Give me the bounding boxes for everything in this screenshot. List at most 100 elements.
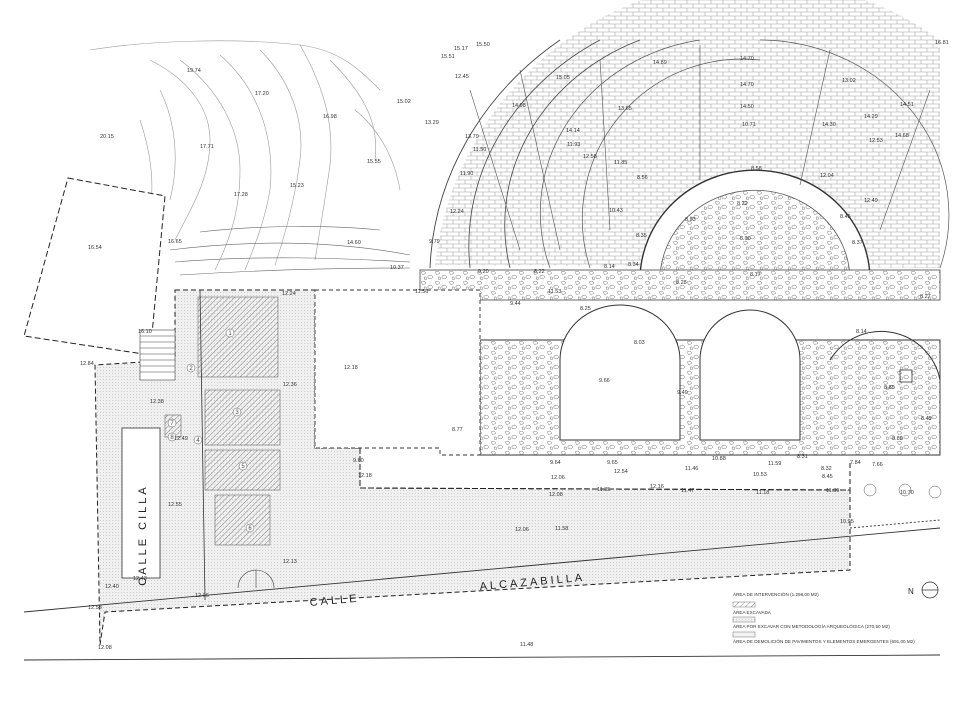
spot-level: 8.25	[580, 306, 591, 312]
legend-item-label: ÁREA DE DEMOLICIÓN DE PAVIMENTOS Y ELEME…	[733, 638, 915, 644]
spot-level: 10.70	[900, 490, 914, 496]
spot-level: 11.93	[567, 142, 580, 148]
spot-level: 8.27	[920, 294, 931, 300]
spot-level: 8.31	[797, 454, 808, 460]
zone-number: 4	[196, 438, 200, 444]
spot-level: 11.53	[548, 289, 561, 295]
spot-level: 9.66	[599, 378, 610, 384]
spot-level: 12.40	[105, 584, 119, 590]
spot-level: 12.49	[174, 436, 188, 442]
spot-level: 10.43	[609, 208, 623, 214]
spot-level: 17.20	[255, 91, 269, 97]
legend: ÁREA DE INTERVENCIÓN (1.298,00 M2) ÁREA …	[732, 591, 915, 644]
spot-level: 8.22	[534, 269, 545, 275]
spot-level: 12.53	[869, 138, 883, 144]
spot-level: 7.84	[850, 460, 861, 466]
spot-level: 12.04	[820, 173, 834, 179]
spot-level: 14.30	[822, 122, 836, 128]
spot-level: 8.28	[676, 280, 687, 286]
legend-item-label: ÁREA POR EXCAVAR CON METODOLOGÍA ARQUEOL…	[733, 623, 890, 629]
street-trees	[863, 483, 942, 499]
north-arrow: N	[908, 581, 939, 599]
spot-level: 12.08	[98, 645, 112, 651]
stage-perimeter	[359, 448, 851, 491]
spot-level: 11.85	[614, 160, 627, 166]
spot-levels: 15.17 15.50 15.51 16.81 19.74 17.20 20.1…	[80, 40, 949, 651]
zone-number: 2	[189, 366, 193, 372]
spot-level: 14.60	[347, 240, 361, 246]
theatre-cavea	[429, 0, 950, 281]
street-label-cilla: CALLE CILLA	[137, 484, 149, 585]
spot-level: 12.43	[133, 576, 147, 582]
spot-level: 8.37	[852, 240, 863, 246]
spot-level: 14.14	[566, 128, 580, 134]
spot-level: 12.24	[450, 209, 464, 215]
zone-number: 6	[248, 526, 252, 532]
spot-level: 8.22	[737, 201, 748, 207]
spot-level: 11.39	[826, 488, 839, 494]
spot-level: 12.36	[283, 382, 297, 388]
spot-level: 12.58	[583, 154, 597, 160]
spot-level: 11.90	[460, 171, 473, 177]
spot-level: 15.50	[476, 42, 490, 48]
spot-level: 13.79	[465, 134, 479, 140]
spot-level: 11.50	[473, 147, 486, 153]
spot-level: 11.59	[768, 461, 781, 467]
legend-swatch-hatch	[732, 601, 756, 608]
north-label: N	[908, 587, 914, 596]
spot-level: 10.95	[840, 519, 854, 525]
spot-level: 12.58	[88, 605, 102, 611]
spot-level: 14.98	[512, 103, 526, 109]
open-excavation-area	[314, 289, 481, 456]
spot-level: 14.51	[900, 102, 914, 108]
spot-level: 12.18	[344, 365, 358, 371]
spot-level: 15.55	[367, 159, 381, 165]
spot-level: 12.24	[282, 291, 296, 297]
spot-level: 8.17	[750, 272, 761, 278]
spot-level: 9.20	[478, 269, 489, 275]
spot-level: 12.06	[195, 593, 209, 599]
spot-level: 15.02	[397, 99, 411, 105]
excavated-zone	[214, 494, 271, 546]
spot-level: 15.05	[556, 75, 570, 81]
spot-level: 10.71	[742, 122, 756, 128]
spot-level: 15.23	[290, 183, 304, 189]
spot-level: 9.64	[550, 460, 561, 466]
spot-level: 14.70	[740, 56, 754, 62]
spot-level: 8.03	[634, 340, 645, 346]
legend-swatch-light	[732, 631, 756, 638]
spot-level: 8.14	[604, 264, 615, 270]
access-path	[169, 226, 411, 276]
spot-level: 14.89	[653, 60, 667, 66]
spot-level: 8.56	[637, 175, 648, 181]
alcazabilla-street	[23, 519, 941, 661]
zone-number: 3	[235, 410, 239, 416]
spot-level: 12.84	[80, 361, 94, 367]
spot-level: 16.98	[323, 114, 337, 120]
street-label-calle: CALLE	[309, 593, 360, 609]
spot-level: 17.71	[200, 144, 214, 150]
spot-level: 12.08	[549, 492, 563, 498]
spot-level: 8.34	[628, 262, 639, 268]
building-block-left	[23, 177, 166, 356]
legend-swatch-dots	[732, 616, 756, 623]
spot-level: 8.14	[856, 329, 867, 335]
spot-level: 8.45	[822, 474, 833, 480]
spot-level: 13.29	[425, 120, 439, 126]
spot-level: 8.45	[840, 214, 851, 220]
spot-level: 14.70	[740, 82, 754, 88]
spot-level: 10.53	[753, 472, 767, 478]
spot-level: 11.47	[681, 488, 694, 494]
spot-level: 11.58	[555, 526, 568, 532]
spot-level: 8.58	[751, 166, 762, 172]
spot-level: 14.29	[864, 114, 878, 120]
spot-level: 14.68	[895, 133, 909, 139]
spot-level: 16.54	[88, 245, 102, 251]
zone-markers: 1 2 3 4 5 6 7 8	[167, 328, 255, 533]
spot-level: 20.15	[100, 134, 114, 140]
spot-level: 15.51	[441, 54, 455, 60]
spot-level: 11.46	[685, 466, 698, 472]
zone-number: 1	[228, 331, 232, 337]
spot-level: 11.48	[520, 642, 533, 648]
